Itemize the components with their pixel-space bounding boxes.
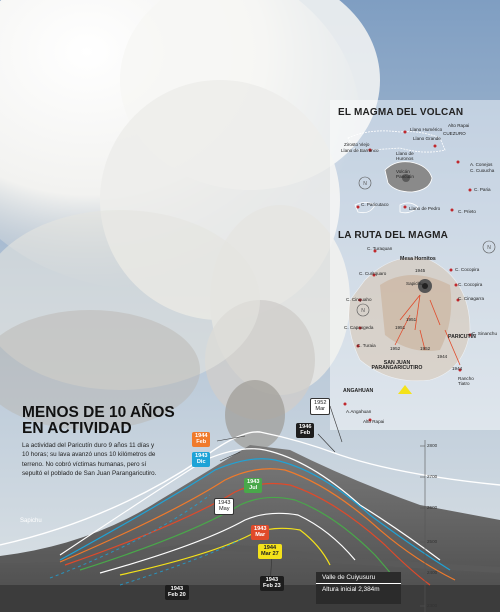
tag-month: Jul <box>249 485 258 492</box>
map-label: C. Turaia <box>357 343 376 348</box>
map-label: A. Conejos <box>470 162 493 167</box>
map-label: 1952 <box>420 346 431 351</box>
map-label: 1944 <box>437 354 448 359</box>
map-label: C. Paria <box>474 187 491 192</box>
scale-label: 2800 <box>427 443 438 448</box>
map-label: Zirosto Viejo <box>344 142 370 147</box>
tag-month: Feb 20 <box>168 592 186 599</box>
map-label: ANGAHUAN <box>343 388 374 394</box>
map-label: Mesa Hornitos <box>400 256 436 262</box>
section-title-magma: EL MAGMA DEL VOLCAN <box>338 107 464 118</box>
tag-year: 1952 <box>314 400 327 406</box>
headline-line-2: EN ACTIVIDAD <box>22 420 132 437</box>
map-label: 1952 <box>390 346 401 351</box>
scale-label: 2500 <box>427 539 438 544</box>
map-label: 1951 <box>395 325 406 330</box>
tag-year: 1943 <box>170 586 184 592</box>
svg-text:N: N <box>361 308 365 314</box>
map-label: A.Angahuan <box>346 409 372 414</box>
map-label: PARICUTÍN <box>448 334 476 340</box>
map-label: C. Capaxgeda <box>344 325 374 330</box>
scale-label: 2400 <box>427 570 438 575</box>
tag-month: Feb <box>300 430 311 437</box>
map-label: Rancho Tiatro <box>458 376 474 386</box>
map-label: C. Cuoucha <box>470 168 495 173</box>
tag-month: Mar <box>315 406 326 413</box>
map-label: Alto Rapai <box>363 419 385 424</box>
map-label: C. Curitquaro <box>359 271 387 276</box>
map-label: Llano de Pedro <box>409 206 441 211</box>
tag-year: 1943 <box>195 453 208 459</box>
tag-year: 1943 <box>218 500 231 506</box>
sapichu-label: Sapichu <box>20 518 42 524</box>
map-label: C. Cinagarra <box>458 296 485 301</box>
tag-year: 1944 <box>263 545 277 551</box>
scale-label: 2600 <box>427 505 438 510</box>
map-label: Alto Rapai <box>448 123 470 128</box>
map-label: CUEZURO <box>443 131 466 136</box>
headline-line-1: MENOS DE 10 AÑOS <box>22 404 175 421</box>
map-label: C. Paricutaco <box>361 202 389 207</box>
map-label: Llano Humérico <box>410 127 443 132</box>
map-label: C. Prieto <box>458 209 476 214</box>
map-label: C. Sinanchu <box>472 331 498 336</box>
scale-label: 2300 <box>427 603 438 608</box>
map-label: SAN JUAN PARANGARICUTIRO <box>371 360 423 372</box>
map-label: 1951 <box>406 317 417 322</box>
valley-altitude: Altura inicial 2,384m <box>322 586 380 593</box>
page-title: MENOS DE 10 AÑOS EN ACTIVIDAD <box>22 405 212 437</box>
tag-year: 1943 <box>247 479 260 485</box>
valley-info-box: Valle de Cuiyusuru Altura inicial 2,384m <box>316 572 401 604</box>
tag-year: 1944 <box>195 433 208 439</box>
tag-month: May <box>218 506 230 513</box>
tag-month: Feb <box>196 439 207 446</box>
map-label: Llano de Huronos <box>396 151 414 161</box>
map-label: C. Cocopira <box>455 267 480 272</box>
scale-label: 2700 <box>427 474 438 479</box>
map-label: Llano de Barranco <box>341 148 379 153</box>
map-label: 1945 <box>415 268 426 273</box>
tag-month: Dic <box>196 459 206 466</box>
valley-name: Valle de Cuiyusuru <box>316 572 401 584</box>
map-label: Sapichu <box>406 281 423 286</box>
tag-year: 1943 <box>254 526 267 532</box>
map-label: C. Turaquan <box>367 246 393 251</box>
tag-year: 1943 <box>265 577 279 583</box>
tag-year: 1946 <box>299 424 312 430</box>
map-label: Llano Grande <box>413 136 441 141</box>
svg-text:N: N <box>363 181 367 187</box>
tag-month: Feb 23 <box>263 583 281 590</box>
map-label: C. Cocopira <box>458 282 483 287</box>
intro-paragraph: La actividad del Paricutín duro 9 años 1… <box>22 442 157 477</box>
map-label: Volcán Paricutin <box>396 169 414 179</box>
section-title-ruta: LA RUTA DEL MAGMA <box>338 230 449 241</box>
tag-month: Mar <box>255 532 266 539</box>
map-label: C. Cinquaho <box>346 297 372 302</box>
svg-text:N: N <box>487 245 491 251</box>
map-label: 1944 <box>452 366 463 371</box>
tag-month: Mar 27 <box>261 551 279 558</box>
